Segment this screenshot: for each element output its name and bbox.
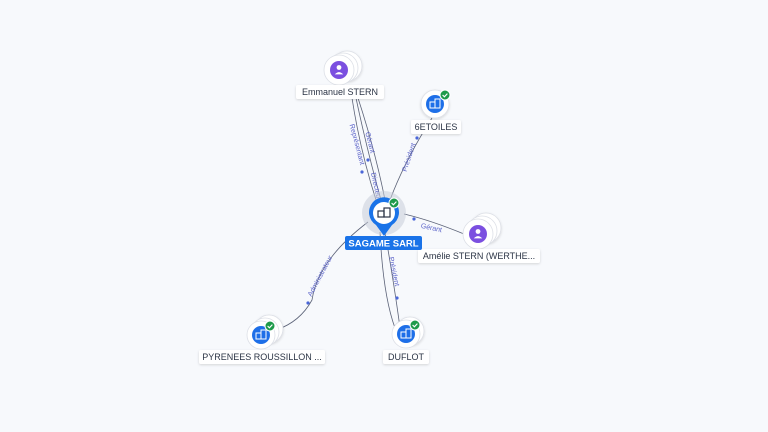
edge-label-gerant-amelie: Gérant	[420, 223, 442, 234]
node-duflot[interactable]: DUFLOT	[383, 316, 429, 364]
arrow-dot	[395, 296, 399, 300]
node-label: Emmanuel STERN	[302, 87, 378, 97]
node-label: Amélie STERN (WERTHE...	[423, 251, 535, 261]
node-label: PYRENEES ROUSSILLON ...	[202, 352, 322, 362]
edge-emmanuel-gerant	[355, 97, 382, 201]
check-badge-icon	[439, 89, 451, 101]
building-icon	[377, 207, 391, 218]
node-label: DUFLOT	[388, 352, 425, 362]
edge-label-administrateur: Administrateur	[307, 254, 335, 298]
edge-emmanuel-representant	[351, 97, 377, 201]
edge-label-president-duflot: Président	[387, 256, 400, 286]
arrow-dot	[366, 158, 370, 162]
edge-label-gerant-emmanuel: Gérant	[363, 131, 375, 154]
building-icon	[397, 325, 415, 343]
check-badge-icon	[388, 197, 400, 209]
check-badge-icon	[409, 319, 421, 331]
node-amelie-stern[interactable]: Amélie STERN (WERTHE...	[418, 212, 540, 263]
person-icon	[330, 61, 348, 79]
edge-label-president-6etoiles: Président	[402, 142, 418, 172]
check-badge-icon	[264, 320, 276, 332]
arrow-dot	[306, 301, 310, 305]
person-icon	[469, 225, 487, 243]
arrow-dot	[412, 217, 416, 221]
edge-amelie	[403, 213, 465, 235]
arrow-dot	[415, 136, 419, 140]
arrow-dot	[360, 170, 364, 174]
building-icon	[426, 95, 444, 113]
node-label: 6ETOILES	[415, 122, 458, 132]
node-pyrenees-roussillon[interactable]: PYRENEES ROUSSILLON ...	[199, 314, 325, 364]
edge-label-representant: Représentant	[348, 123, 366, 165]
center-node-sagame-sarl[interactable]: SAGAME SARL	[345, 191, 422, 250]
node-emmanuel-stern[interactable]: Emmanuel STERN	[296, 50, 384, 99]
building-icon	[252, 326, 270, 344]
center-label-badge	[345, 236, 422, 250]
node-6etoiles[interactable]: 6ETOILES	[411, 89, 461, 134]
center-label: SAGAME SARL	[348, 239, 418, 250]
edge-emmanuel-directeur	[357, 97, 386, 201]
